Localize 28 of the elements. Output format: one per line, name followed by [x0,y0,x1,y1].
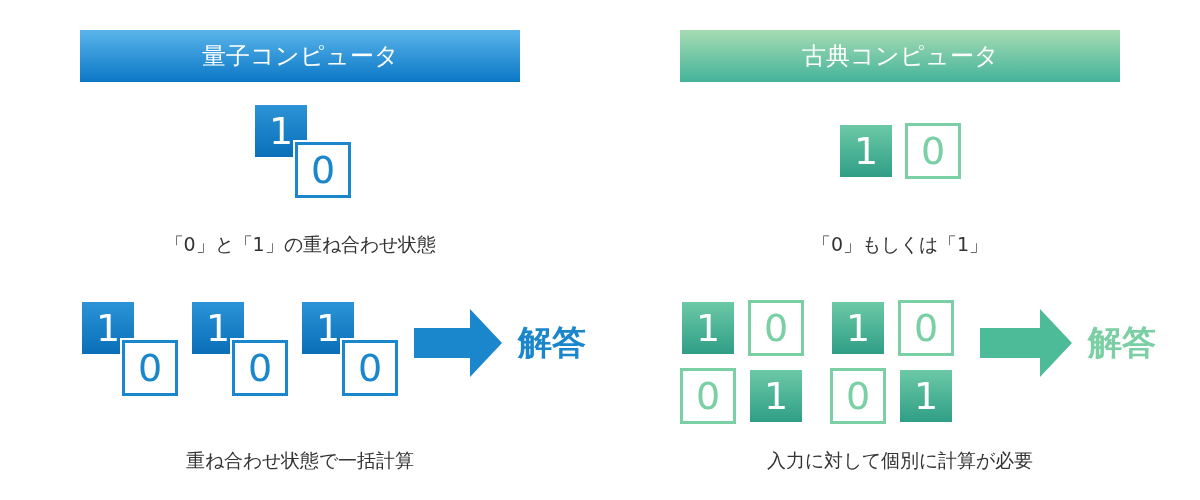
answer-text: 解答 [1072,318,1172,368]
arrow [414,309,502,377]
bit-square: 0 [122,340,178,396]
answer-text: 解答 [502,318,602,368]
caption-text: 「0」と「1」の重ね合わせ状態 [164,232,436,257]
title-band: 量子コンピュータ [80,30,520,82]
bit-square: 0 [898,300,954,356]
bit-square: 0 [232,340,288,396]
bit-square: 0 [905,123,961,179]
bit-square: 0 [748,300,804,356]
bit-square: 1 [898,368,954,424]
bit-square: 1 [80,300,136,356]
bit-square: 1 [838,123,894,179]
bit-square: 0 [830,368,886,424]
arrow [980,309,1072,377]
bit-square: 1 [748,368,804,424]
bit-square: 1 [680,300,736,356]
bit-square: 1 [190,300,246,356]
bit-square: 1 [253,103,309,159]
caption-text: 入力に対して個別に計算が必要 [767,448,1033,473]
title-band: 古典コンピュータ [680,30,1120,82]
bit-square: 0 [295,142,351,198]
bit-square: 1 [300,300,356,356]
bit-square: 0 [342,340,398,396]
caption-text: 重ね合わせ状態で一括計算 [186,448,414,473]
bit-square: 1 [830,300,886,356]
caption-text: 「0」もしくは「1」 [812,232,989,257]
bit-square: 0 [680,368,736,424]
